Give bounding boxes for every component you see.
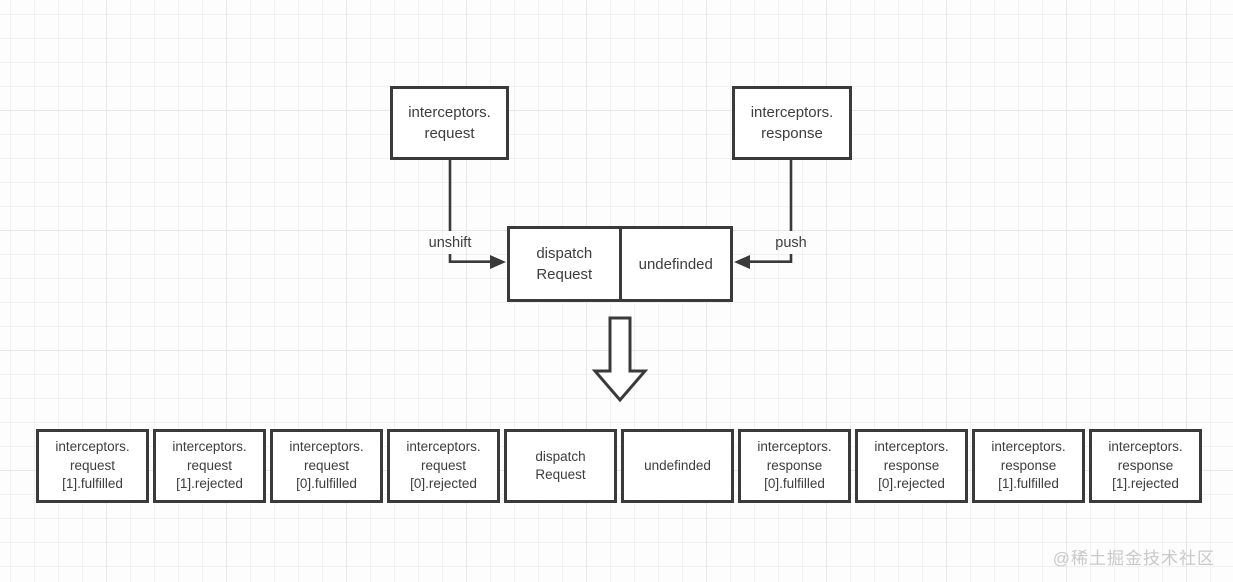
node-undefinded: undefinded xyxy=(622,229,731,299)
push-arrowhead-icon xyxy=(734,255,750,269)
unshift-label: unshift xyxy=(428,235,472,251)
response-connector-elbow xyxy=(748,254,793,263)
queue-row: interceptors. request [1].fulfilled inte… xyxy=(36,429,1202,503)
queue-cell-response-1-rejected: interceptors. response [1].rejected xyxy=(1089,429,1202,503)
node-undefinded-label: undefinded xyxy=(638,255,713,273)
queue-cell-request-0-rejected: interceptors. request [0].rejected xyxy=(387,429,500,503)
node-dispatch-request: dispatch Request xyxy=(510,229,622,299)
request-connector-elbow xyxy=(448,254,492,263)
node-dispatch-request-label: dispatch Request xyxy=(536,245,593,283)
queue-cell-response-0-fulfilled: interceptors. response [0].fulfilled xyxy=(738,429,851,503)
watermark: @稀土掘金技术社区 xyxy=(1052,549,1215,568)
unshift-arrowhead-icon xyxy=(490,255,506,269)
queue-cell-request-0-fulfilled: interceptors. request [0].fulfilled xyxy=(270,429,383,503)
queue-cell-response-0-rejected: interceptors. response [0].rejected xyxy=(855,429,968,503)
push-label: push xyxy=(775,235,807,251)
node-interceptors-response: interceptors. response xyxy=(732,86,852,160)
queue-cell-request-1-rejected: interceptors. request [1].rejected xyxy=(153,429,266,503)
queue-cell-request-1-fulfilled: interceptors. request [1].fulfilled xyxy=(36,429,149,503)
node-interceptors-response-label: interceptors. response xyxy=(750,104,834,142)
node-interceptors-request-label: interceptors. request xyxy=(408,104,491,142)
queue-cell-response-1-fulfilled: interceptors. response [1].fulfilled xyxy=(972,429,1085,503)
node-interceptors-request: interceptors. request xyxy=(390,86,509,160)
down-arrow-icon xyxy=(591,316,649,403)
queue-cell-undefinded: undefinded xyxy=(621,429,734,503)
queue-cell-dispatch-request: dispatch Request xyxy=(504,429,617,503)
node-dispatch-undefinded-pair: dispatch Request undefinded xyxy=(507,226,733,302)
